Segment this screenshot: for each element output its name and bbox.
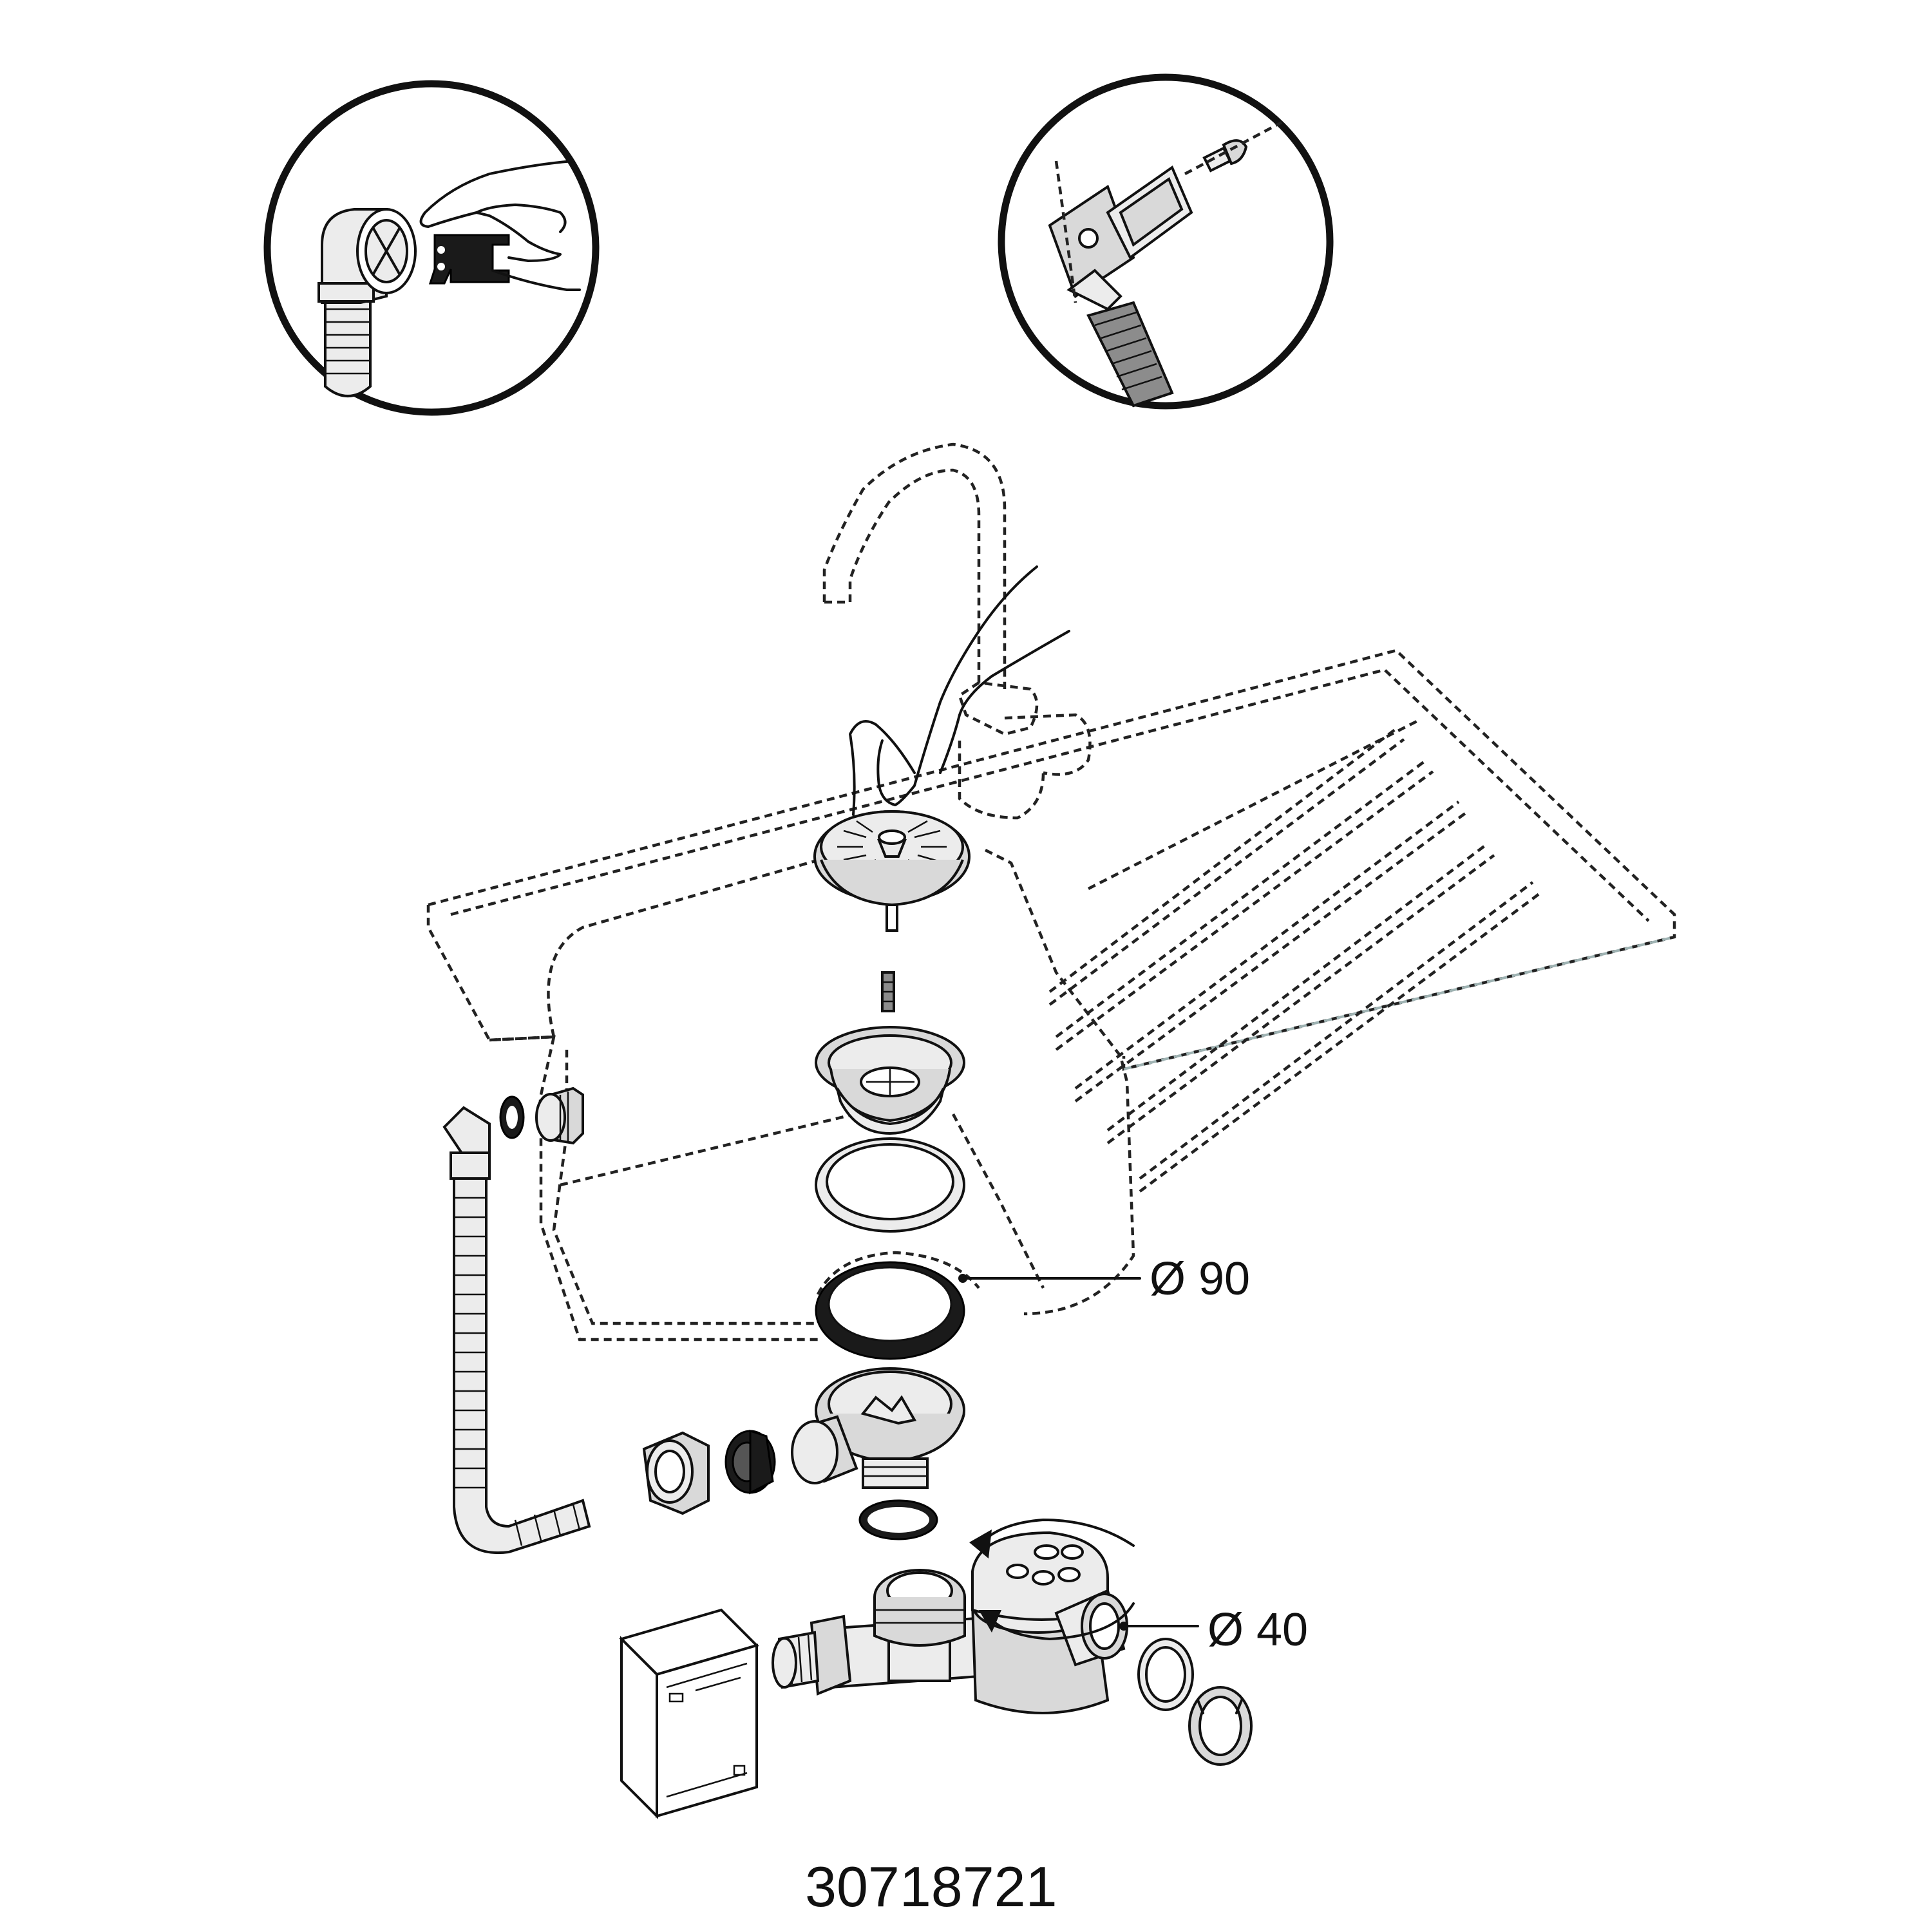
diameter-90-label: Ø 90 — [1150, 1253, 1250, 1305]
overflow-threaded-nut-icon — [535, 1086, 584, 1145]
corrugated-hose-icon — [324, 295, 372, 397]
rotation-arrow-icon — [969, 1519, 1135, 1640]
sealing-ring-icon — [815, 1137, 965, 1233]
overflow-ring-icon — [499, 1095, 525, 1139]
overflow-hose-icon — [442, 1106, 591, 1555]
drain-flange-icon — [815, 1026, 965, 1135]
detail-circle-overflow-grille — [998, 73, 1334, 410]
tap-outline — [822, 442, 1092, 820]
diameter-40-callout: Ø 40 — [1119, 1604, 1308, 1656]
pin-icon — [881, 971, 895, 1012]
hand-icon — [419, 160, 581, 291]
diameter-90-callout: Ø 90 — [958, 1253, 1250, 1305]
hose-nut-icon — [642, 1431, 710, 1515]
detail-circle-overflow-tool — [263, 80, 600, 416]
corrugated-hose-icon — [1086, 301, 1174, 408]
elbow-connector-icon — [317, 208, 417, 304]
rubber-gasket-icon — [815, 1251, 980, 1360]
o-ring-icon — [858, 1499, 938, 1540]
overflow-grille-icon — [1106, 165, 1193, 260]
washing-machine-icon — [619, 1608, 759, 1819]
hose-washer-icon — [724, 1429, 776, 1495]
outlet-nut-icon — [1188, 1686, 1253, 1766]
hand-icon — [849, 565, 1070, 816]
product-code: 30718721 — [805, 1855, 1057, 1918]
key-tool-icon — [428, 234, 510, 285]
strainer-basket-icon — [813, 810, 971, 932]
outlet-seal-icon — [1137, 1638, 1194, 1711]
bottle-trap-icon — [772, 1531, 1128, 1714]
sink-outline — [426, 649, 1676, 1341]
diameter-40-label: Ø 40 — [1208, 1604, 1308, 1656]
drain-body-icon — [791, 1367, 965, 1489]
